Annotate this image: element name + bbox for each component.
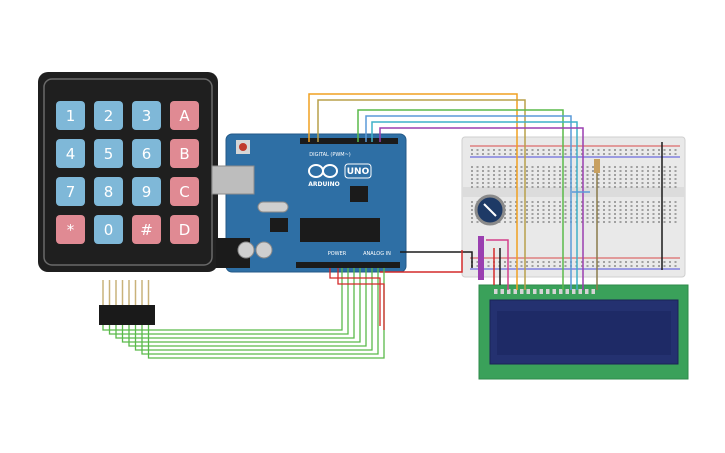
wires-digital-to-lcd <box>308 93 584 290</box>
keypad-key-label: 3 <box>142 107 152 125</box>
keypad-key-label: A <box>179 107 190 125</box>
analog-header-label: ANALOG IN <box>363 251 391 257</box>
lcd-display <box>478 284 689 380</box>
keypad-key-4: 4 <box>56 139 85 168</box>
keypad-key-9: 9 <box>132 177 161 206</box>
keypad-key-c: C <box>170 177 199 206</box>
arduino-model-label: UNO <box>347 167 370 177</box>
wires-power <box>380 250 473 273</box>
keypad-key-0: 0 <box>94 215 123 244</box>
potentiometer <box>474 194 509 290</box>
digital-header-label: DIGITAL (PWM~) <box>309 152 351 158</box>
keypad-key-label: D <box>179 221 191 239</box>
keypad-4x4: 1 2 3 A 4 5 6 B 7 8 9 C * 0 # D <box>38 72 218 272</box>
keypad-key-label: 9 <box>142 183 152 201</box>
keypad-key-label: # <box>140 221 153 239</box>
power-header-label: POWER <box>328 251 347 257</box>
keypad-key-hash: # <box>132 215 161 244</box>
keypad-connector <box>99 280 155 325</box>
keypad-key-label: 2 <box>104 107 114 125</box>
keypad-key-7: 7 <box>56 177 85 206</box>
keypad-key-label: * <box>67 221 75 239</box>
keypad-key-label: 1 <box>66 107 76 125</box>
keypad-key-label: 5 <box>104 145 114 163</box>
resistor <box>594 159 600 290</box>
keypad-key-star: * <box>56 215 85 244</box>
arduino-uno-board: DIGITAL (PWM~) ARDUINO UNO POWER ANALOG … <box>211 133 407 273</box>
keypad-key-label: 6 <box>142 145 152 163</box>
atmega-chip <box>300 218 380 242</box>
keypad-key-8: 8 <box>94 177 123 206</box>
keypad-key-label: 0 <box>104 221 114 239</box>
arduino-logo-icon <box>308 164 338 178</box>
keypad-key-label: C <box>179 183 189 201</box>
keypad-key-5: 5 <box>94 139 123 168</box>
keypad-key-2: 2 <box>94 101 123 130</box>
keypad-key-label: 7 <box>66 183 76 201</box>
lcd-pin-header <box>494 289 595 294</box>
keypad-key-6: 6 <box>132 139 161 168</box>
keypad-key-1: 1 <box>56 101 85 130</box>
wires-keypad <box>102 268 385 359</box>
arduino-brand-label: ARDUINO <box>308 181 339 188</box>
keypad-key-label: 8 <box>104 183 114 201</box>
keypad-key-d: D <box>170 215 199 244</box>
keypad-key-3: 3 <box>132 101 161 130</box>
keypad-key-label: B <box>179 145 189 163</box>
keypad-key-a: A <box>170 101 199 130</box>
keypad-key-b: B <box>170 139 199 168</box>
usb-port <box>211 165 255 195</box>
keypad-key-label: 4 <box>66 145 76 163</box>
